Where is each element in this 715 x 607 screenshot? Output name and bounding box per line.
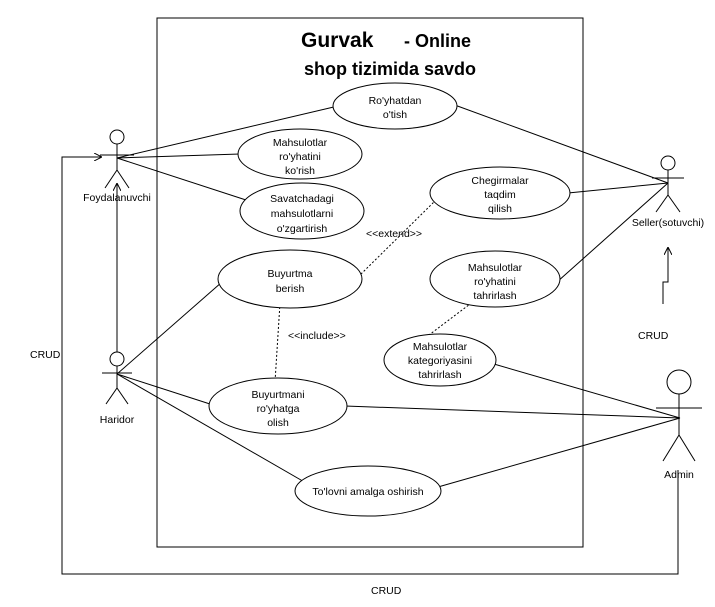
svg-text:Buyurtma: Buyurtma <box>268 268 313 280</box>
actor-buyer-label: Haridor <box>100 414 135 426</box>
include-line <box>274 302 281 383</box>
use-case-order[interactable]: Buyurtma berish <box>217 249 363 309</box>
admin-to-seller-arrow <box>662 248 668 304</box>
extend-label: <<extend>> <box>366 228 422 240</box>
actor-buyer[interactable] <box>102 351 132 405</box>
use-case-cart-edit[interactable]: Savatchadagi mahsulotlarni o'zgartirish <box>239 182 365 240</box>
use-case-register[interactable]: Ro'yhatdan o'tish <box>332 82 458 130</box>
use-case-discounts[interactable]: Chegirmalar taqdim qilish <box>429 166 571 220</box>
use-case-edit-products[interactable]: Mahsulotlar ro'yhatini tahrirlash <box>429 250 561 308</box>
svg-text:berish: berish <box>276 283 305 295</box>
edit-dependency-line <box>424 297 479 339</box>
actor-admin-label: Admin <box>664 469 694 481</box>
system-title-name: Gurvak <box>301 29 374 52</box>
svg-text:Chegirmalar: Chegirmalar <box>471 175 529 187</box>
svg-text:mahsulotlarni: mahsulotlarni <box>271 208 333 220</box>
svg-text:tahrirlash: tahrirlash <box>473 290 516 302</box>
svg-text:qilish: qilish <box>488 203 512 215</box>
svg-text:kategoriyasini: kategoriyasini <box>408 355 472 367</box>
svg-text:Ro'yhatdan: Ro'yhatdan <box>369 95 422 107</box>
actor-admin[interactable] <box>656 369 702 462</box>
svg-text:olish: olish <box>267 417 289 429</box>
admin-to-user-crud-line <box>61 157 679 575</box>
include-label: <<include>> <box>288 330 346 342</box>
actor-user-label: Foydalanuvchi <box>83 192 151 204</box>
svg-text:Mahsulotlar: Mahsulotlar <box>413 341 468 353</box>
svg-text:To'lovni amalga oshirish: To'lovni amalga oshirish <box>312 486 423 498</box>
use-case-edit-categories[interactable]: Mahsulotlar kategoriyasini tahrirlash <box>383 333 497 387</box>
svg-text:ro'yhatini: ro'yhatini <box>474 276 516 288</box>
system-boundary <box>156 17 584 548</box>
svg-text:Savatchadagi: Savatchadagi <box>270 193 334 205</box>
use-case-view-products[interactable]: Mahsulotlar ro'yhatini ko'rish <box>237 128 363 180</box>
svg-text:ro'yhatga: ro'yhatga <box>257 403 300 415</box>
svg-text:Buyurtmani: Buyurtmani <box>251 389 304 401</box>
crud-label-right: CRUD <box>638 330 669 342</box>
system-title-line2: shop tizimida savdo <box>304 59 476 79</box>
svg-text:o'tish: o'tish <box>383 109 407 121</box>
associations <box>116 103 681 492</box>
svg-text:o'zgartirish: o'zgartirish <box>277 223 328 235</box>
svg-text:Mahsulotlar: Mahsulotlar <box>273 137 328 149</box>
system-title-rest: - Online <box>404 31 471 51</box>
svg-text:ko'rish: ko'rish <box>285 165 315 177</box>
svg-text:taqdim: taqdim <box>484 189 516 201</box>
actor-seller[interactable] <box>652 155 684 213</box>
crud-label-left: CRUD <box>30 349 61 361</box>
actor-user[interactable] <box>100 129 134 189</box>
crud-label-bottom: CRUD <box>371 585 402 597</box>
use-case-payment[interactable]: To'lovni amalga oshirish <box>294 465 442 517</box>
extend-line <box>357 197 439 278</box>
svg-text:Mahsulotlar: Mahsulotlar <box>468 262 523 274</box>
svg-text:tahrirlash: tahrirlash <box>418 369 461 381</box>
actor-seller-label: Seller(sotuvchi) <box>632 217 704 229</box>
use-case-accept-order[interactable]: Buyurtmani ro'yhatga olish <box>208 377 348 435</box>
svg-text:ro'yhatini: ro'yhatini <box>279 151 321 163</box>
